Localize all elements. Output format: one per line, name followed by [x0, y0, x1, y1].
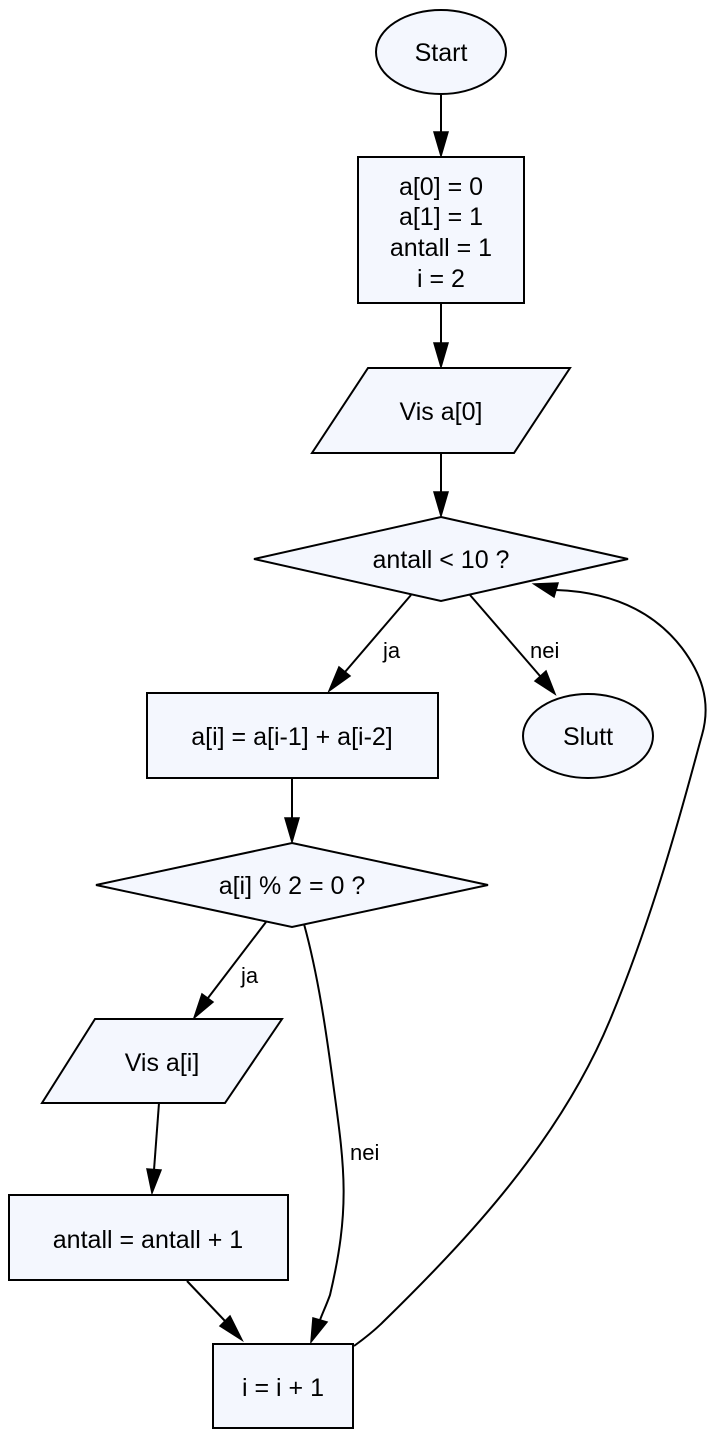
increment-i-label: i = i + 1 [242, 1374, 324, 1402]
arrowhead [146, 1168, 163, 1196]
init-line: a[0] = 0 [399, 173, 483, 201]
compute-label: a[i] = a[i-1] + a[i-2] [191, 723, 393, 751]
show-ai-label: Vis a[i] [125, 1049, 200, 1077]
start-node: Start [375, 9, 507, 95]
init-box [357, 156, 525, 304]
condition-even-diamond [95, 841, 489, 929]
label-even-no: nei [350, 1140, 379, 1165]
edge-show-ai-to-increment-antall [153, 1102, 160, 1171]
edge-even-check-to-increment-i [303, 923, 345, 1321]
label-even-yes: ja [240, 963, 259, 988]
label-condition-no: nei [530, 638, 559, 663]
edge-loop-back-to-condition [353, 589, 707, 1347]
compute-box [146, 692, 439, 779]
arrowhead [531, 582, 560, 599]
edge-condition-to-end [469, 594, 541, 677]
init-line: a[1] = 1 [399, 203, 483, 231]
arrowhead [533, 669, 557, 696]
end-ellipse [522, 693, 654, 779]
increment-i-node: i = i + 1 [212, 1343, 354, 1429]
init-node: a[0] = 0 a[1] = 1 antall = 1 i = 2 [357, 156, 525, 304]
arrowhead [433, 131, 449, 159]
arrowhead [310, 1317, 329, 1345]
label-condition-yes: ja [382, 638, 401, 663]
show-a0-parallelogram [310, 367, 572, 454]
increment-antall-node: antall = antall + 1 [8, 1194, 289, 1281]
init-line: antall = 1 [390, 234, 492, 262]
compute-node: a[i] = a[i-1] + a[i-2] [146, 692, 439, 779]
show-a0-node: Vis a[0] [310, 367, 572, 454]
end-label: Slutt [563, 723, 613, 751]
condition-even-label: a[i] % 2 = 0 ? [219, 872, 366, 900]
arrowhead [284, 817, 300, 845]
condition-even-node: a[i] % 2 = 0 ? [95, 841, 489, 929]
condition-antall-node: antall < 10 ? [253, 515, 629, 603]
arrowhead [433, 342, 449, 370]
arrowhead [433, 491, 449, 519]
init-line: i = 2 [417, 265, 465, 293]
condition-antall-diamond [253, 515, 629, 603]
edge-labels: ja nei ja nei [240, 638, 559, 1165]
start-label: Start [415, 39, 468, 67]
condition-antall-label: antall < 10 ? [373, 546, 510, 574]
start-ellipse [375, 9, 507, 95]
edge-increment-antall-to-increment-i [186, 1280, 226, 1322]
end-node: Slutt [522, 693, 654, 779]
arrowhead [218, 1314, 244, 1343]
show-a0-label: Vis a[0] [400, 398, 483, 426]
edge-even-check-to-show-ai [207, 921, 267, 999]
arrowhead [327, 665, 352, 694]
edges [146, 95, 707, 1347]
arrowhead [192, 992, 215, 1021]
show-ai-parallelogram [40, 1018, 284, 1104]
increment-antall-box [8, 1194, 289, 1281]
edge-condition-to-compute [344, 594, 412, 673]
increment-i-box [212, 1343, 354, 1429]
show-ai-node: Vis a[i] [40, 1018, 284, 1104]
increment-antall-label: antall = antall + 1 [53, 1226, 243, 1254]
